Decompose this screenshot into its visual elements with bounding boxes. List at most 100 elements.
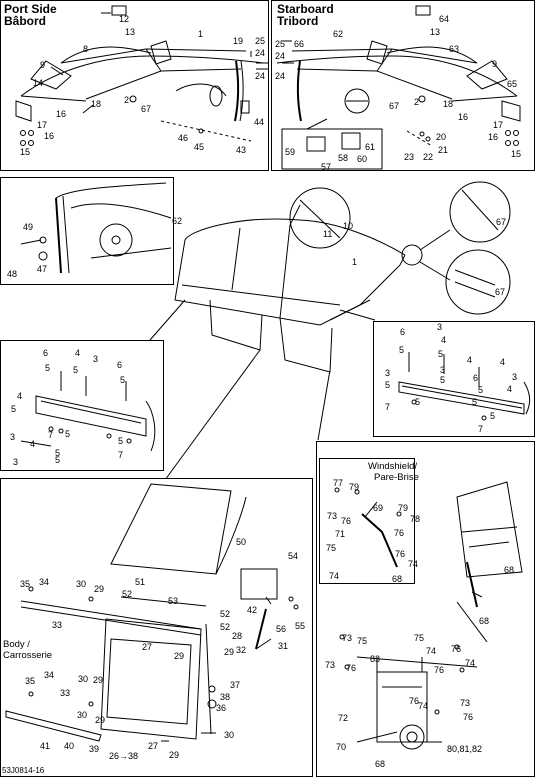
part-callout: 66 bbox=[294, 39, 305, 49]
part-callout: 29 bbox=[174, 651, 185, 661]
part-callout: 5 bbox=[490, 411, 496, 421]
part-callout: 76 bbox=[434, 665, 445, 675]
part-callout: 29 bbox=[224, 647, 235, 657]
part-callout: 68 bbox=[504, 565, 515, 575]
part-callout: 30 bbox=[78, 674, 89, 684]
part-callout: 47 bbox=[37, 264, 48, 274]
part-callout: 53 bbox=[168, 596, 179, 606]
part-callout: 21 bbox=[438, 145, 449, 155]
part-callout: 14 bbox=[33, 78, 44, 88]
part-callout: 68 bbox=[375, 759, 386, 769]
part-callout: 28 bbox=[232, 631, 243, 641]
part-callout: 34 bbox=[44, 670, 55, 680]
part-callout: 3 bbox=[385, 368, 391, 378]
left-windshield-drawing bbox=[1, 341, 165, 472]
part-callout: 4 bbox=[500, 357, 506, 367]
part-callout: 76 bbox=[395, 549, 406, 559]
part-callout: 76 bbox=[463, 712, 474, 722]
wiper-caption-fr: Pare-Brise bbox=[374, 472, 419, 483]
figure-code: 53J0814-16 bbox=[2, 766, 45, 775]
part-callout: 10 bbox=[343, 221, 354, 231]
part-callout: 4 bbox=[75, 348, 81, 358]
part-callout: 37 bbox=[230, 680, 241, 690]
part-callout: 3 bbox=[512, 372, 518, 382]
pillar-detail-panel bbox=[0, 177, 174, 285]
part-callout: 17 bbox=[493, 120, 504, 130]
part-callout: 75 bbox=[414, 633, 425, 643]
wiper-inset: Windshield/ Pare-Brise bbox=[319, 458, 419, 584]
part-callout: 5 bbox=[399, 345, 405, 355]
part-callout: 52 bbox=[220, 609, 231, 619]
part-callout: 4 bbox=[467, 355, 473, 365]
part-callout: 80,81,82 bbox=[447, 744, 483, 754]
part-callout: 16 bbox=[458, 112, 469, 122]
part-callout: 34 bbox=[39, 577, 50, 587]
part-callout: 68 bbox=[392, 574, 403, 584]
part-callout: 9 bbox=[40, 60, 46, 70]
part-callout: 24 bbox=[275, 51, 286, 61]
part-callout: 29 bbox=[94, 584, 105, 594]
part-callout: 41 bbox=[40, 741, 51, 751]
part-callout: 68 bbox=[479, 616, 490, 626]
part-callout: 30 bbox=[224, 730, 235, 740]
part-callout: 29 bbox=[169, 750, 180, 760]
part-callout: 33 bbox=[52, 620, 63, 630]
part-callout: 67 bbox=[389, 101, 400, 111]
part-callout: 11 bbox=[323, 229, 333, 239]
part-callout: 55 bbox=[295, 621, 306, 631]
part-callout: 69 bbox=[373, 503, 384, 513]
part-callout: 4 bbox=[441, 335, 447, 345]
part-callout: 75 bbox=[326, 543, 337, 553]
part-callout: 27 bbox=[148, 741, 159, 751]
part-callout: 49 bbox=[23, 222, 34, 232]
part-callout: 26→38 bbox=[109, 751, 139, 761]
part-callout: 79 bbox=[398, 503, 409, 513]
part-callout: 2 bbox=[124, 95, 130, 105]
part-callout: 29 bbox=[93, 675, 104, 685]
part-callout: 3 bbox=[13, 457, 19, 467]
part-callout: 4 bbox=[30, 439, 36, 449]
starboard-side-panel: Starboard Tribord bbox=[271, 0, 535, 171]
part-callout: 32 bbox=[236, 645, 247, 655]
part-callout: 5 bbox=[438, 349, 444, 359]
port-title-en: Port Side bbox=[4, 2, 57, 16]
starboard-title-en: Starboard bbox=[277, 2, 334, 16]
part-callout: 7 bbox=[118, 450, 124, 460]
starboard-side-drawing bbox=[272, 1, 535, 172]
part-callout: 9 bbox=[492, 59, 498, 69]
part-callout: 74 bbox=[465, 658, 476, 668]
part-callout: 17 bbox=[37, 120, 48, 130]
part-callout: 5 bbox=[45, 363, 51, 373]
part-callout: 76 bbox=[341, 516, 352, 526]
part-callout: 35 bbox=[25, 676, 36, 686]
part-callout: 60 bbox=[357, 154, 368, 164]
part-callout: 73 bbox=[327, 511, 338, 521]
part-callout: 12 bbox=[119, 14, 130, 24]
part-callout: 62 bbox=[172, 216, 183, 226]
pillar-detail-drawing bbox=[1, 178, 175, 286]
part-callout: 70 bbox=[336, 742, 347, 752]
part-callout: 71 bbox=[335, 529, 346, 539]
part-callout: 40 bbox=[64, 741, 75, 751]
part-callout: 13 bbox=[430, 27, 441, 37]
part-callout: 3 bbox=[440, 365, 446, 375]
body-panel: Body / Carrosserie bbox=[0, 478, 313, 777]
part-callout: 48 bbox=[7, 269, 18, 279]
part-callout: 76 bbox=[451, 644, 462, 654]
port-title-fr: Bâbord bbox=[4, 14, 46, 28]
body-drawing bbox=[1, 479, 314, 777]
part-callout: 4 bbox=[17, 391, 23, 401]
part-callout: 74 bbox=[408, 559, 419, 569]
part-callout: 30 bbox=[77, 710, 88, 720]
part-callout: 59 bbox=[285, 147, 296, 157]
part-callout: 25 bbox=[275, 39, 286, 49]
part-callout: 52 bbox=[122, 589, 133, 599]
part-callout: 24 bbox=[255, 71, 266, 81]
part-callout: 16 bbox=[56, 109, 67, 119]
part-callout: 6 bbox=[473, 373, 479, 383]
part-callout: 1 bbox=[352, 257, 358, 267]
part-callout: 3 bbox=[93, 354, 99, 364]
part-callout: 72 bbox=[338, 713, 349, 723]
part-callout: 24 bbox=[255, 48, 266, 58]
part-callout: 29 bbox=[95, 715, 106, 725]
